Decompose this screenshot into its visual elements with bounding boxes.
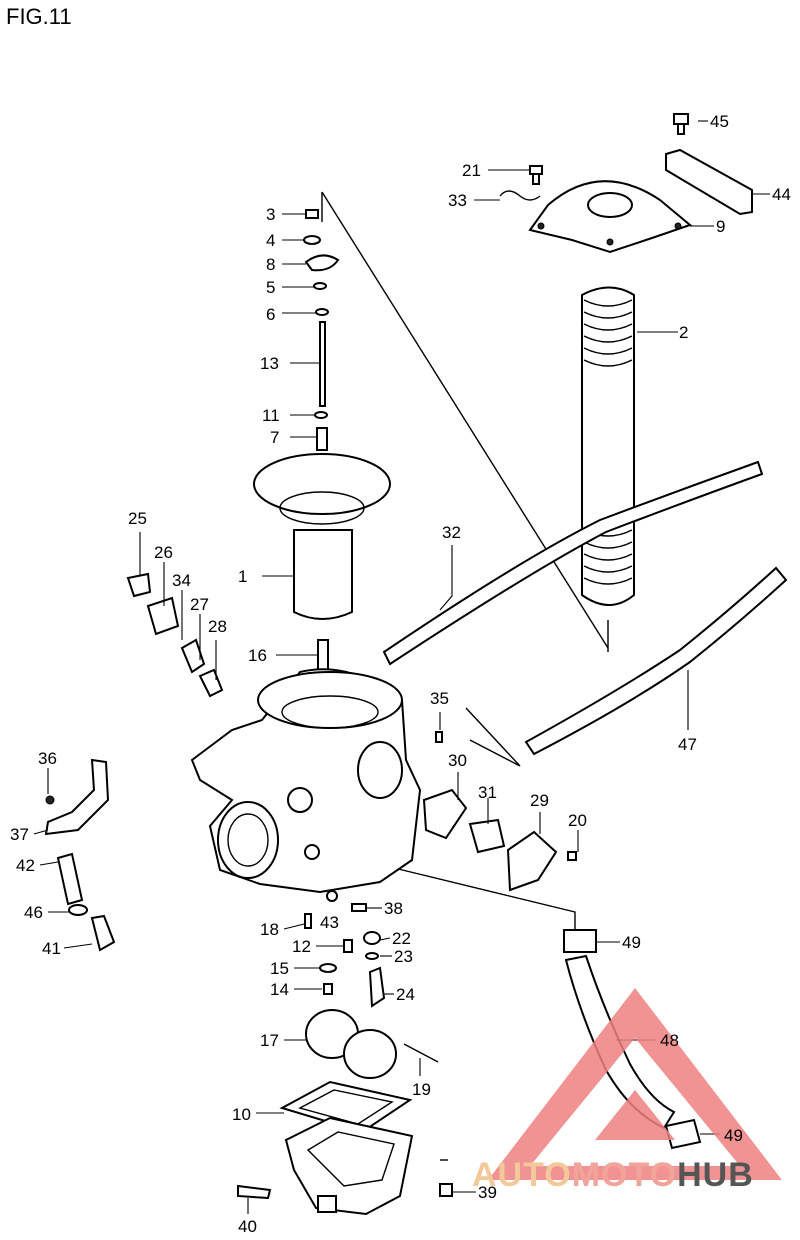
callout-39: 39: [478, 1183, 497, 1202]
callout-38: 38: [384, 899, 403, 918]
callout-43: 43: [320, 913, 339, 932]
callout-45: 45: [710, 112, 729, 131]
callout-9: 9: [716, 217, 726, 236]
callout-33: 33: [448, 191, 467, 210]
watermark-text-auto: AUTO: [472, 1156, 572, 1194]
callout-32: 32: [442, 523, 461, 542]
callout-37: 37: [10, 825, 29, 844]
callout-31: 31: [478, 783, 497, 802]
watermark-logo: [488, 988, 782, 1180]
figure-title: FIG.11: [6, 4, 72, 29]
diaphragm-piston-part: [253, 453, 391, 620]
callout-29: 29: [530, 791, 549, 810]
callout-11: 11: [262, 406, 280, 425]
callout-27: 27: [190, 595, 209, 614]
callout-15: 15: [270, 959, 289, 978]
callout-3: 3: [266, 205, 276, 224]
callout-40: 40: [238, 1217, 257, 1236]
watermark-text-moto: MOTO: [571, 1156, 678, 1194]
float-parts: [305, 1009, 397, 1079]
leader-lines: [33, 120, 770, 1214]
carburetor-body-part: [190, 668, 422, 894]
watermark-text-hub: HUB: [677, 1156, 754, 1194]
assembly-guide-lines: [321, 191, 609, 1161]
pilot-screw-parts: [126, 572, 224, 698]
spring-part: [581, 286, 635, 606]
callout-13: 13: [260, 354, 279, 373]
callout-20: 20: [568, 811, 587, 830]
callout-42: 42: [16, 856, 35, 875]
callout-19: 19: [412, 1080, 431, 1099]
callout-25: 25: [128, 509, 147, 528]
needle-stack-parts: [303, 209, 340, 451]
callout-14: 14: [270, 980, 289, 999]
callout-28: 28: [208, 617, 227, 636]
top-screw-parts: [499, 113, 753, 216]
callout-35: 35: [430, 689, 449, 708]
callout-18: 18: [260, 920, 279, 939]
callout-34: 34: [172, 571, 191, 590]
callout-48: 48: [660, 1031, 679, 1050]
bowl-screw-parts: [237, 1183, 453, 1200]
callout-36: 36: [38, 749, 57, 768]
callout-2: 2: [679, 323, 689, 342]
top-cap-part: [528, 180, 693, 254]
watermark-triangle-icon: [488, 988, 782, 1180]
callout-26: 26: [154, 543, 173, 562]
throttle-bracket-part: [44, 758, 116, 952]
callout-24: 24: [396, 985, 415, 1004]
callout-44: 44: [772, 185, 791, 204]
callout-4: 4: [266, 231, 276, 250]
callout-5: 5: [266, 278, 276, 297]
float-bowl-parts: [279, 1080, 414, 1216]
callout-22: 22: [392, 929, 411, 948]
callout-17: 17: [260, 1031, 279, 1050]
callout-21: 21: [462, 161, 481, 180]
callout-16: 16: [248, 646, 267, 665]
callout-49-lower: 49: [724, 1126, 743, 1145]
callout-12: 12: [292, 937, 311, 956]
callout-46: 46: [24, 903, 43, 922]
callout-23: 23: [394, 947, 413, 966]
callout-8: 8: [266, 255, 276, 274]
accelerator-pump-parts: [422, 731, 577, 892]
callout-30: 30: [448, 751, 467, 770]
fuel-hose-parts: [563, 929, 702, 1150]
callout-6: 6: [266, 305, 276, 324]
callout-49-upper: 49: [622, 933, 641, 952]
callout-7: 7: [270, 428, 280, 447]
watermark-text: AUTOMOTOHUB: [472, 1156, 754, 1195]
hose-parts: [382, 460, 788, 756]
callout-1: 1: [238, 567, 248, 586]
callout-41: 41: [42, 939, 61, 958]
callout-10: 10: [232, 1105, 251, 1124]
callout-47: 47: [678, 735, 697, 754]
